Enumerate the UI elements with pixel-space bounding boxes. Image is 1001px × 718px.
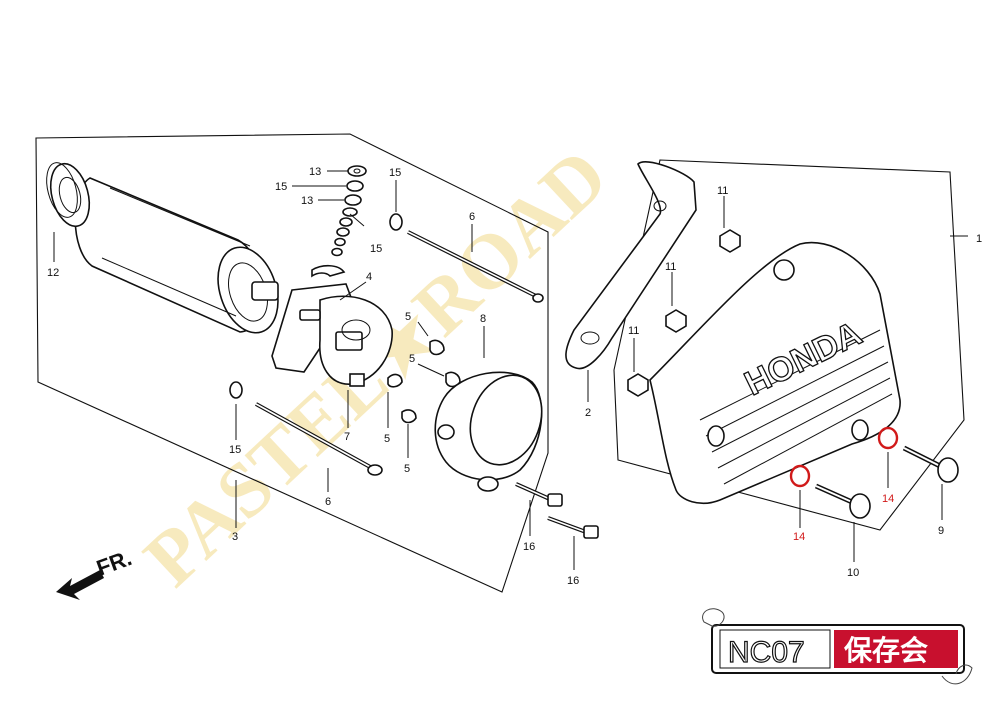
callout-15d: 15 (229, 444, 241, 456)
callout-12: 12 (47, 267, 59, 279)
callout-6b: 6 (325, 496, 331, 508)
starter-cover: HONDA (649, 241, 901, 505)
through-bolt-upper (407, 230, 544, 303)
callout-7: 7 (344, 431, 350, 443)
callout-1: 1 (976, 233, 982, 245)
callout-14b: 14 (882, 493, 894, 505)
washer-stack (331, 165, 367, 257)
motor-end-cover (434, 371, 543, 492)
washer-upper (389, 213, 403, 231)
callout-13b: 13 (301, 195, 313, 207)
washer-14-left (789, 464, 811, 488)
callout-16b: 16 (567, 575, 579, 587)
callout-10: 10 (847, 567, 859, 579)
callout-15c: 15 (370, 243, 382, 255)
dragon-tail-icon (941, 664, 973, 685)
callout-6a: 6 (469, 211, 475, 223)
callout-16a: 16 (523, 541, 535, 553)
washer-lower (229, 381, 243, 399)
callout-3: 3 (232, 531, 238, 543)
mounting-bracket (565, 161, 697, 370)
socket-bolt-9 (902, 445, 959, 483)
callout-labels: 1 2 3 4 5 5 5 5 6 6 7 8 9 10 11 11 11 12… (47, 166, 982, 587)
front-direction-indicator: FR. (56, 545, 135, 600)
club-badge: NC07 保存会 (702, 608, 973, 685)
callout-5c: 5 (384, 433, 390, 445)
starter-motor-frame (35, 133, 549, 593)
starter-motor (46, 162, 279, 334)
callout-11c: 11 (628, 325, 639, 337)
terminal-parts (387, 339, 461, 424)
badge-club: 保存会 (844, 634, 928, 666)
callout-5a: 5 (405, 311, 411, 323)
flange-bolt-lower (547, 516, 599, 539)
callout-9: 9 (938, 525, 944, 537)
through-bolt-lower (255, 402, 383, 476)
callout-11b: 11 (665, 261, 676, 273)
callout-4: 4 (366, 271, 372, 283)
nut-top (719, 229, 741, 253)
callout-14a: 14 (793, 531, 805, 543)
flange-bolt-upper (515, 482, 563, 507)
callout-8: 8 (480, 313, 486, 325)
callout-15b: 15 (389, 167, 401, 179)
callout-5d: 5 (404, 463, 410, 475)
dragon-emblem-icon (702, 608, 725, 627)
arrow-left-icon (56, 570, 104, 600)
socket-bolt-10 (814, 483, 871, 519)
cover-frame (613, 159, 965, 531)
nut-left (627, 373, 649, 397)
washer-14-right (877, 426, 899, 450)
brush-holder-assembly (271, 264, 393, 387)
leader-lines (53, 170, 943, 570)
callout-15a: 15 (275, 181, 287, 193)
nut-middle (665, 309, 687, 333)
direction-label: FR. (93, 545, 135, 581)
callout-11a: 11 (717, 185, 728, 197)
callout-13a: 13 (309, 166, 321, 178)
callout-2: 2 (585, 407, 591, 419)
callout-5b: 5 (409, 353, 415, 365)
badge-code: NC07 (728, 636, 805, 669)
